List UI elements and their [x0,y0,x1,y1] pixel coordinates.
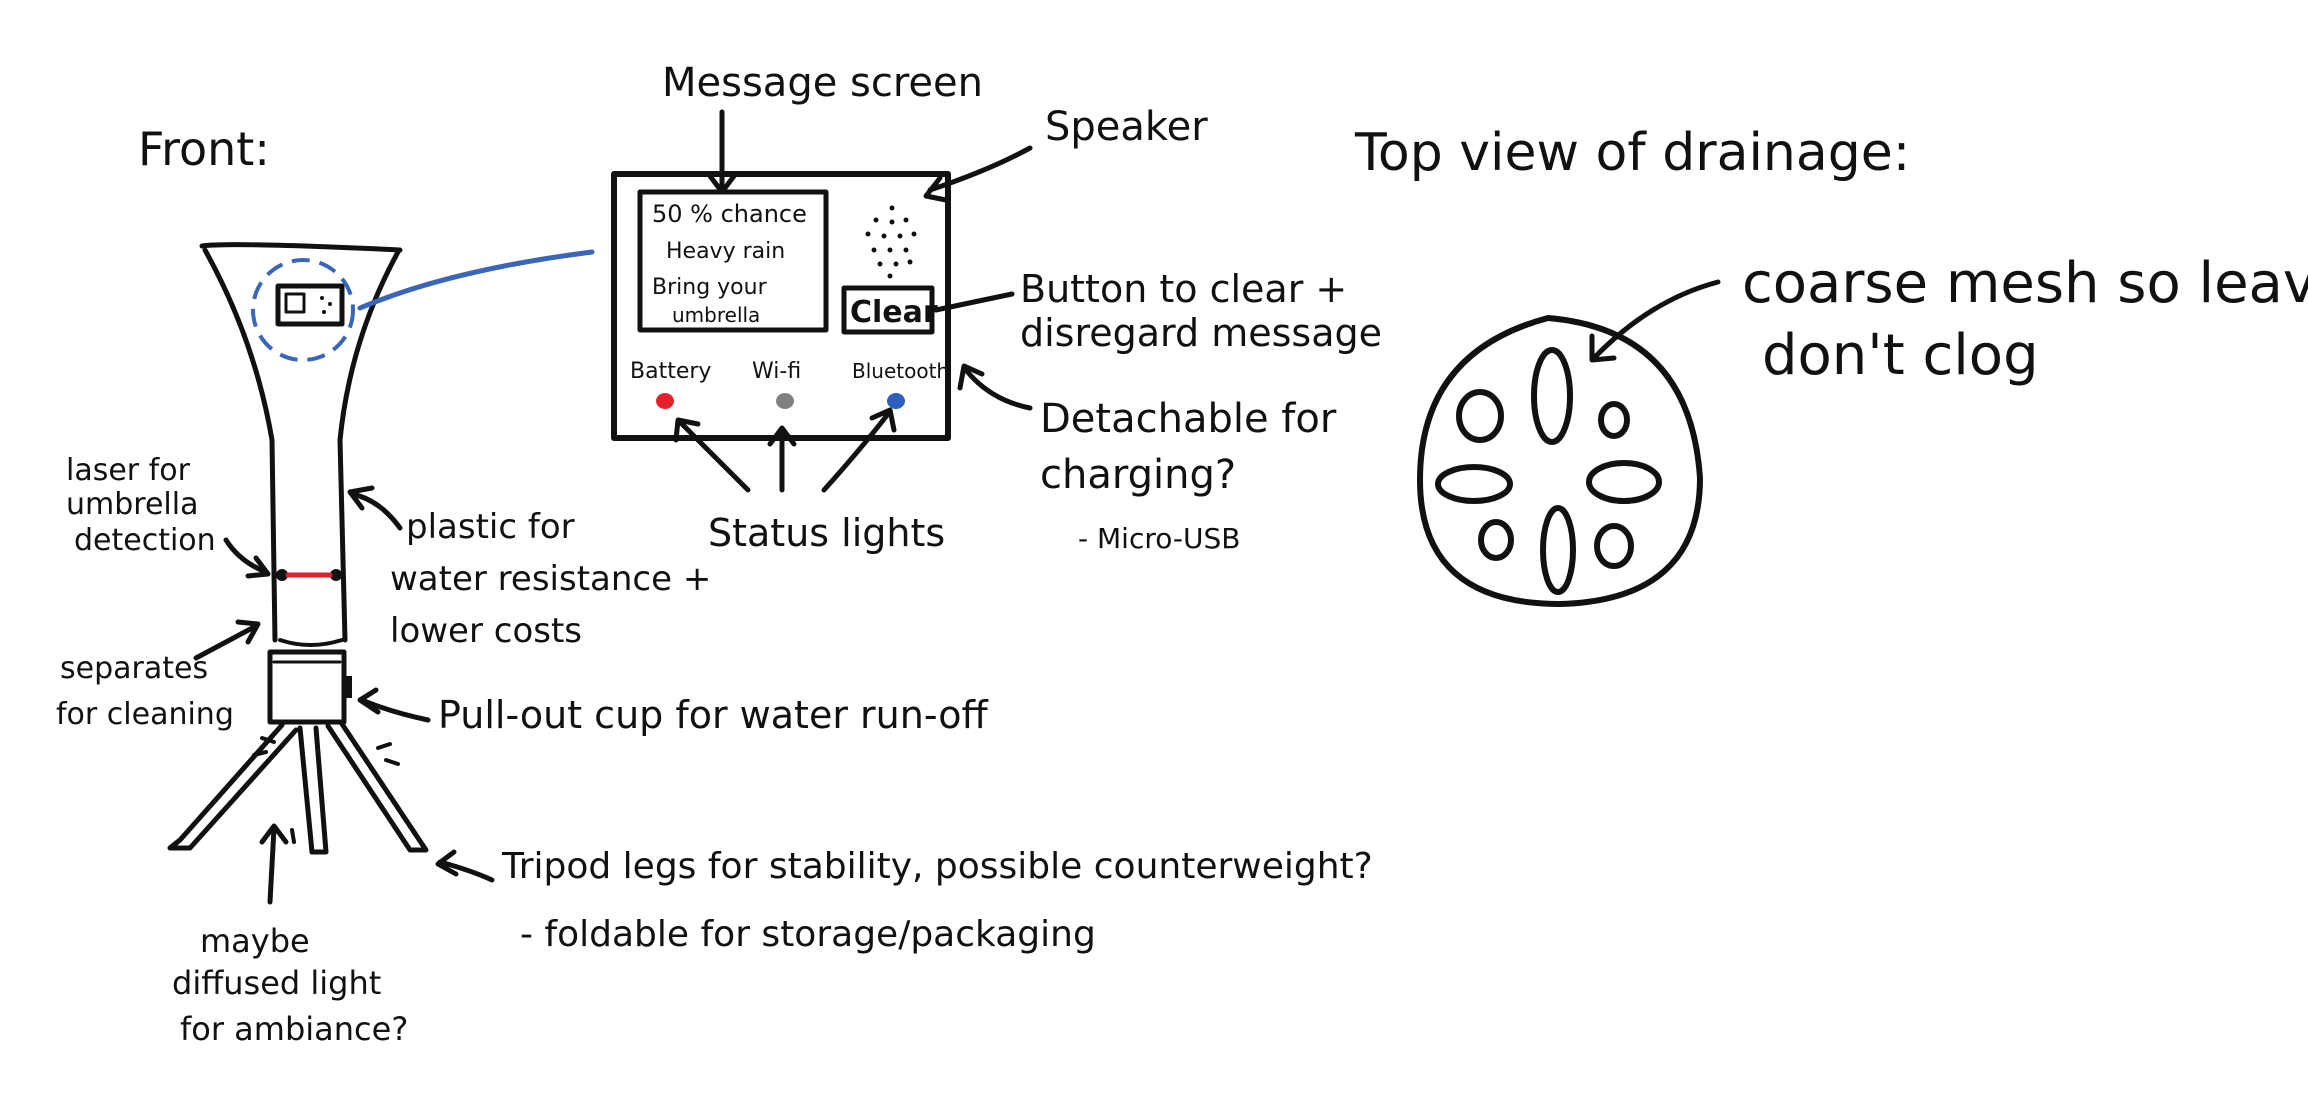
zoom-connector-line [357,249,595,311]
message-line-4: umbrella [672,303,760,327]
light-rays [252,736,400,844]
callout-status-lights: Status lights [708,511,945,555]
callout-light-1: maybe [200,922,310,960]
top-view-heading: Top view of drainage: [1354,123,1910,183]
arrow-clear-button [933,291,1015,313]
message-line-1: 50 % chance [652,200,807,228]
callout-speaker: Speaker [1045,104,1208,150]
arrow-light [259,823,289,905]
callout-mesh-1: coarse mesh so leaves [1742,251,2308,316]
drainage-top-view [1417,315,1703,607]
drain-hole-bottom-center [1540,505,1576,595]
arrows-status-lights [673,407,897,493]
arrow-laser [223,537,271,579]
callout-laser-3: detection [74,523,216,558]
umbrella-stand [167,242,595,855]
stand-mini-display-text [284,292,306,314]
message-line-2: Heavy rain [666,239,785,264]
stand-mini-display [275,283,345,327]
indicator-label-wifi: Wi-fi [752,359,801,384]
callout-mesh-2: don't clog [1762,323,2039,388]
callout-tripod-1: Tripod legs for stability, possible coun… [501,846,1373,887]
callout-plastic-2: water resistance + [390,559,711,599]
arrow-detachable [957,363,1033,411]
laser-sensor-right [330,569,342,581]
callout-detachable-1: Detachable for [1040,396,1337,442]
callout-separates-1: separates [60,651,208,686]
callout-clear-button-2: disregard message [1020,311,1382,355]
drain-hole-top-left [1456,389,1504,443]
cup-handle [344,676,352,698]
clear-button[interactable] [841,285,935,335]
drain-hole-top-right [1598,401,1630,439]
tripod-leg-right [325,721,429,853]
callout-separates-2: for cleaning [56,697,234,732]
indicator-label-battery: Battery [630,359,711,384]
callout-clear-button-1: Button to clear + [1020,267,1347,311]
arrow-plastic [347,485,403,531]
arrow-mesh [1589,279,1721,363]
callout-plastic-1: plastic for [406,507,575,547]
callout-light-3: for ambiance? [180,1010,408,1048]
tripod-leg-left [167,722,299,851]
message-device: 50 % chance Heavy rain Bring your umbrel… [611,171,951,441]
drain-hole-mid-right [1586,460,1662,504]
callout-detachable-2: charging? [1040,452,1236,498]
arrow-separates [193,619,261,661]
callout-laser-2: umbrella [66,487,198,522]
separation-joint [278,638,344,647]
speaker-grille [865,205,917,279]
message-display [637,189,829,333]
arrow-message-screen [707,109,737,195]
front-heading: Front: [138,122,270,176]
callout-light-2: diffused light [172,964,381,1002]
stand-funnel-outline [199,242,403,643]
callout-detachable-3: - Micro-USB [1078,522,1240,555]
zoom-highlight-circle [251,258,355,362]
callout-plastic-3: lower costs [390,611,582,651]
callout-laser-1: laser for [66,453,191,488]
drain-hole-bottom-right [1594,523,1634,569]
arrow-tripod [435,849,495,883]
status-light-wifi [776,393,794,409]
drain-hole-bottom-left [1478,519,1514,561]
laser-sensor-left [276,569,288,581]
status-light-bluetooth [887,393,905,409]
status-light-battery [656,393,674,409]
clear-button-label: Clear [850,295,938,330]
drain-hole-mid-left [1435,464,1513,504]
arrow-cup [357,687,431,723]
tripod-leg-middle [297,725,329,855]
callout-cup: Pull-out cup for water run-off [438,693,988,737]
indicator-label-bluetooth: Bluetooth [852,359,949,383]
callout-message-screen: Message screen [662,60,983,106]
arrow-speaker [923,145,1033,203]
drainage-outline [1417,315,1703,607]
drain-hole-top-center [1531,347,1573,445]
callout-tripod-2: - foldable for storage/packaging [520,914,1096,955]
message-line-3: Bring your [652,275,768,300]
